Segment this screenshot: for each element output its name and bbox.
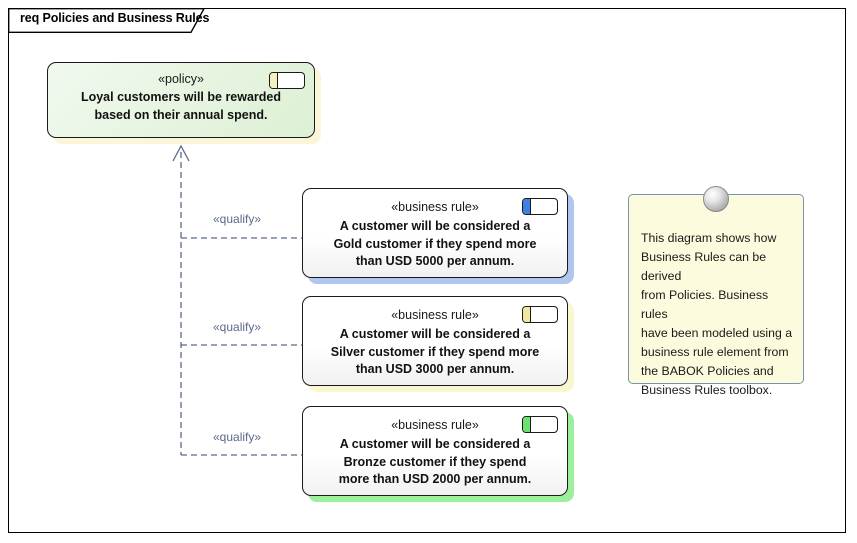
rule-silver-text-line-1: A customer will be considered a: [339, 327, 531, 341]
policy-text-line-1: Loyal customers will be rewarded: [80, 90, 282, 104]
requirement-icon-bar: [523, 199, 531, 214]
rule-bronze-stereotype: «business rule»: [391, 418, 479, 432]
page-title: req Policies and Business Rules: [20, 11, 210, 25]
rule-gold-text-line-2: Gold customer if they spend more: [333, 236, 537, 251]
note-text-line-6: the BABOK Policies and: [641, 364, 774, 378]
requirement-icon: [522, 306, 558, 323]
rule-silver-element[interactable]: «business rule» A customer will be consi…: [302, 296, 568, 386]
requirement-icon-bar: [270, 73, 278, 88]
rule-gold-text: A customer will be considered a Gold cus…: [311, 218, 559, 271]
connector-label-silver: «qualify»: [213, 320, 262, 334]
rule-bronze-text-line-1: A customer will be considered a: [339, 437, 531, 451]
connector-label-bronze: «qualify»: [213, 430, 262, 444]
policy-text-line-2: based on their annual spend.: [94, 107, 268, 122]
requirement-icon: [269, 72, 305, 89]
note-anchor-pin-icon[interactable]: [703, 186, 729, 212]
requirement-icon: [522, 416, 558, 433]
diagram-frame: [8, 8, 846, 533]
requirement-icon: [522, 198, 558, 215]
rule-bronze-text-line-3: more than USD 2000 per annum.: [338, 472, 532, 486]
note-text-line-3: from Policies. Business rules: [641, 288, 769, 321]
rule-gold-element[interactable]: «business rule» A customer will be consi…: [302, 188, 568, 278]
connector-label-gold: «qualify»: [213, 212, 262, 226]
note-text: This diagram shows how Business Rules ca…: [641, 229, 793, 400]
rule-gold-text-line-3: than USD 5000 per annum.: [355, 254, 515, 268]
note-text-line-5: business rule element from: [641, 345, 789, 359]
policy-element[interactable]: «policy» Loyal customers will be rewarde…: [47, 62, 315, 138]
rule-silver-text: A customer will be considered a Silver c…: [311, 326, 559, 379]
policy-stereotype: «policy»: [158, 72, 204, 86]
requirement-icon-bar: [523, 307, 531, 322]
rule-silver-stereotype: «business rule»: [391, 308, 479, 322]
note-text-line-2: Business Rules can be derived: [641, 250, 767, 283]
rule-bronze-text: A customer will be considered a Bronze c…: [311, 436, 559, 489]
note-text-line-4: have been modeled using a: [641, 326, 793, 340]
policy-text: Loyal customers will be rewarded based o…: [56, 89, 306, 124]
rule-bronze-element[interactable]: «business rule» A customer will be consi…: [302, 406, 568, 496]
note-text-line-1: This diagram shows how: [641, 231, 777, 245]
rule-silver-text-line-2: Silver customer if they spend more: [330, 344, 540, 359]
rule-silver-text-line-3: than USD 3000 per annum.: [355, 362, 515, 376]
note-text-line-7: Business Rules toolbox.: [641, 383, 773, 397]
requirement-icon-bar: [523, 417, 531, 432]
diagram-note[interactable]: This diagram shows how Business Rules ca…: [628, 194, 804, 397]
rule-gold-text-line-1: A customer will be considered a: [339, 219, 531, 233]
rule-bronze-text-line-2: Bronze customer if they spend: [343, 454, 527, 469]
rule-gold-stereotype: «business rule»: [391, 200, 479, 214]
